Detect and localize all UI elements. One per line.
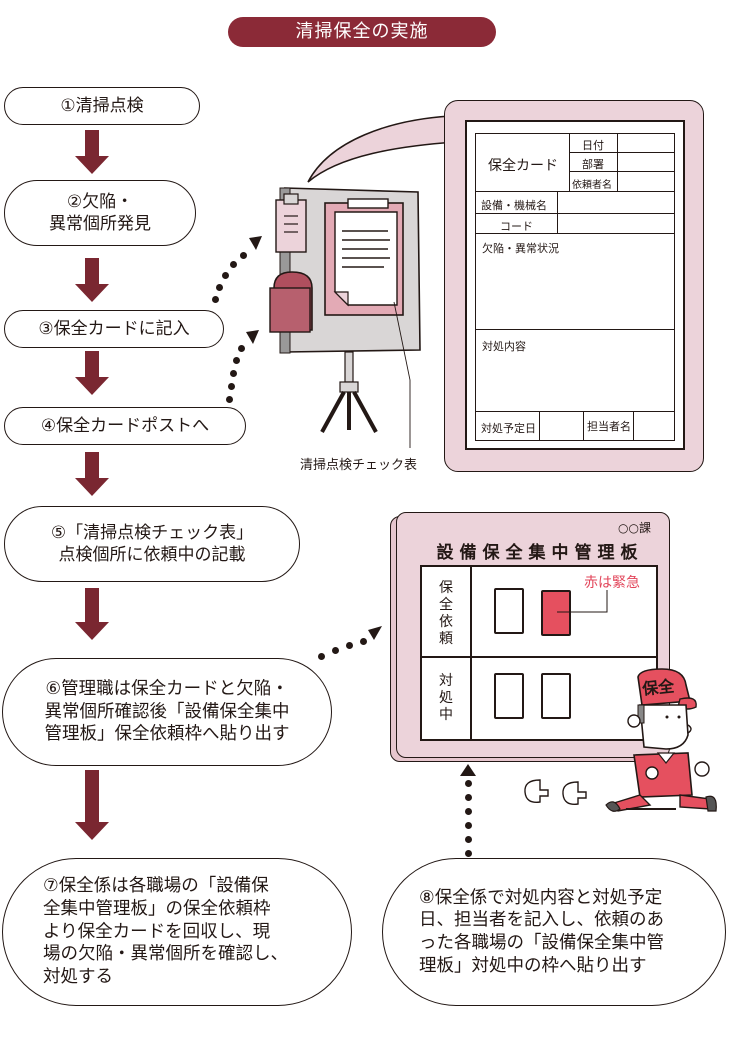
board-slot-request-urgent <box>541 590 571 636</box>
card-code-field <box>557 213 675 235</box>
card-department-label-cell: 部署 <box>569 152 619 173</box>
step-2-label: ②欠陥・ 異常個所発見 <box>49 191 151 234</box>
flow-arrow-5 <box>75 588 109 640</box>
card-equipment-label-cell: 設備・機械名 <box>475 191 559 215</box>
step-5-checklist-note: ⑤「清掃点検チェック表」 点検個所に依頼中の記載 <box>4 506 300 582</box>
board-course-label: ○○課 <box>618 521 651 535</box>
step-1-label: ①清掃点検 <box>60 95 144 116</box>
step-7-maintenance-collect: ⑦保全係は各職場の「設備保 全集中管理板」の保全依頼枠 より保全カードを回収し、… <box>2 858 352 1006</box>
card-scheduled-label-cell: 対処予定日 <box>475 411 541 441</box>
card-requester-label: 依頼者名 <box>572 180 612 191</box>
card-defect-label: 欠陥・異常状況 <box>482 242 559 255</box>
step-2-defect-found: ②欠陥・ 異常個所発見 <box>4 180 196 246</box>
urgent-leader-line <box>557 590 608 613</box>
step-6-label: ⑥管理職は保全カードと欠陥・ 異常個所確認後「設備保全集中 管理板」保全依頼枠へ… <box>44 678 290 745</box>
card-equipment-label: 設備・機械名 <box>481 199 547 212</box>
flow-arrow-2 <box>75 258 109 302</box>
step-4-label: ④保全カードポストへ <box>40 415 210 436</box>
step-8-label: ⑧保全係で対処内容と対処予定 日、担当者を記入し、依頼のあ った各職場の「設備保… <box>419 887 664 976</box>
checklist-stand-illustration <box>269 187 421 448</box>
board-col-divider <box>470 565 472 741</box>
card-date-field <box>617 133 675 154</box>
card-title: 保全カード <box>488 158 558 174</box>
checklist-caption: 清掃点検チェック表 <box>300 458 418 473</box>
board-grid <box>420 565 658 741</box>
card-title-cell: 保全カード <box>475 133 571 193</box>
board-slot-in-progress-1 <box>494 673 524 719</box>
flow-arrow-3 <box>75 351 109 395</box>
card-code-label-cell: コード <box>475 213 559 235</box>
board-row-divider <box>420 656 658 658</box>
step-8-maintenance-post: ⑧保全係で対処内容と対処予定 日、担当者を記入し、依頼のあ った各職場の「設備保… <box>382 858 726 1006</box>
board-slot-request-1 <box>494 588 524 634</box>
worker-cap-label: 保全 <box>641 676 676 699</box>
card-date-label-cell: 日付 <box>569 133 619 154</box>
board-slot-in-progress-2 <box>541 673 571 719</box>
card-scheduled-label: 対処予定日 <box>481 422 536 435</box>
flow-arrow-6 <box>75 770 109 840</box>
card-action-field: 対処内容 <box>475 329 675 413</box>
step-1-cleaning-inspection: ①清掃点検 <box>4 87 200 125</box>
board-title: 設備保全集中管理板 <box>436 543 644 563</box>
flow-arrow-4 <box>75 452 109 496</box>
step-7-label: ⑦保全係は各職場の「設備保 全集中管理板」の保全依頼枠 より保全カードを回収し、… <box>43 876 288 988</box>
board-row-in-progress-label: 対処中 <box>439 673 453 723</box>
card-department-label: 部署 <box>582 158 604 171</box>
step-5-label: ⑤「清掃点検チェック表」 点検個所に依頼中の記載 <box>50 522 254 565</box>
card-defect-field: 欠陥・異常状況 <box>475 233 675 331</box>
motion-puffs-icon <box>524 779 587 805</box>
urgent-note: 赤は緊急 <box>584 575 640 591</box>
card-scheduled-field <box>539 411 585 441</box>
diagram-title: 清掃保全の実施 <box>228 17 496 47</box>
board-row-request-label: 保全依頼 <box>439 580 453 647</box>
step-6-manager-post: ⑥管理職は保全カードと欠陥・ 異常個所確認後「設備保全集中 管理板」保全依頼枠へ… <box>2 658 332 766</box>
card-equipment-field <box>557 191 675 215</box>
step-3-fill-card: ③保全カードに記入 <box>4 310 224 348</box>
card-requester-label-cell: 依頼者名 <box>569 171 619 193</box>
card-requester-field <box>617 171 675 193</box>
card-assignee-field <box>633 411 675 441</box>
card-action-label: 対処内容 <box>482 340 526 353</box>
card-assignee-label-cell: 担当者名 <box>583 411 635 441</box>
card-code-label: コード <box>500 220 533 233</box>
maintenance-worker-illustration <box>605 668 717 812</box>
card-date-label: 日付 <box>582 139 604 152</box>
step-4-card-post: ④保全カードポストへ <box>4 407 246 445</box>
worker-ground-shadow <box>626 808 676 810</box>
flow-arrow-1 <box>75 130 109 174</box>
step-3-label: ③保全カードに記入 <box>38 318 190 339</box>
card-assignee-label: 担当者名 <box>587 420 631 433</box>
speech-bubble-tail <box>307 115 456 183</box>
card-department-field <box>617 152 675 173</box>
